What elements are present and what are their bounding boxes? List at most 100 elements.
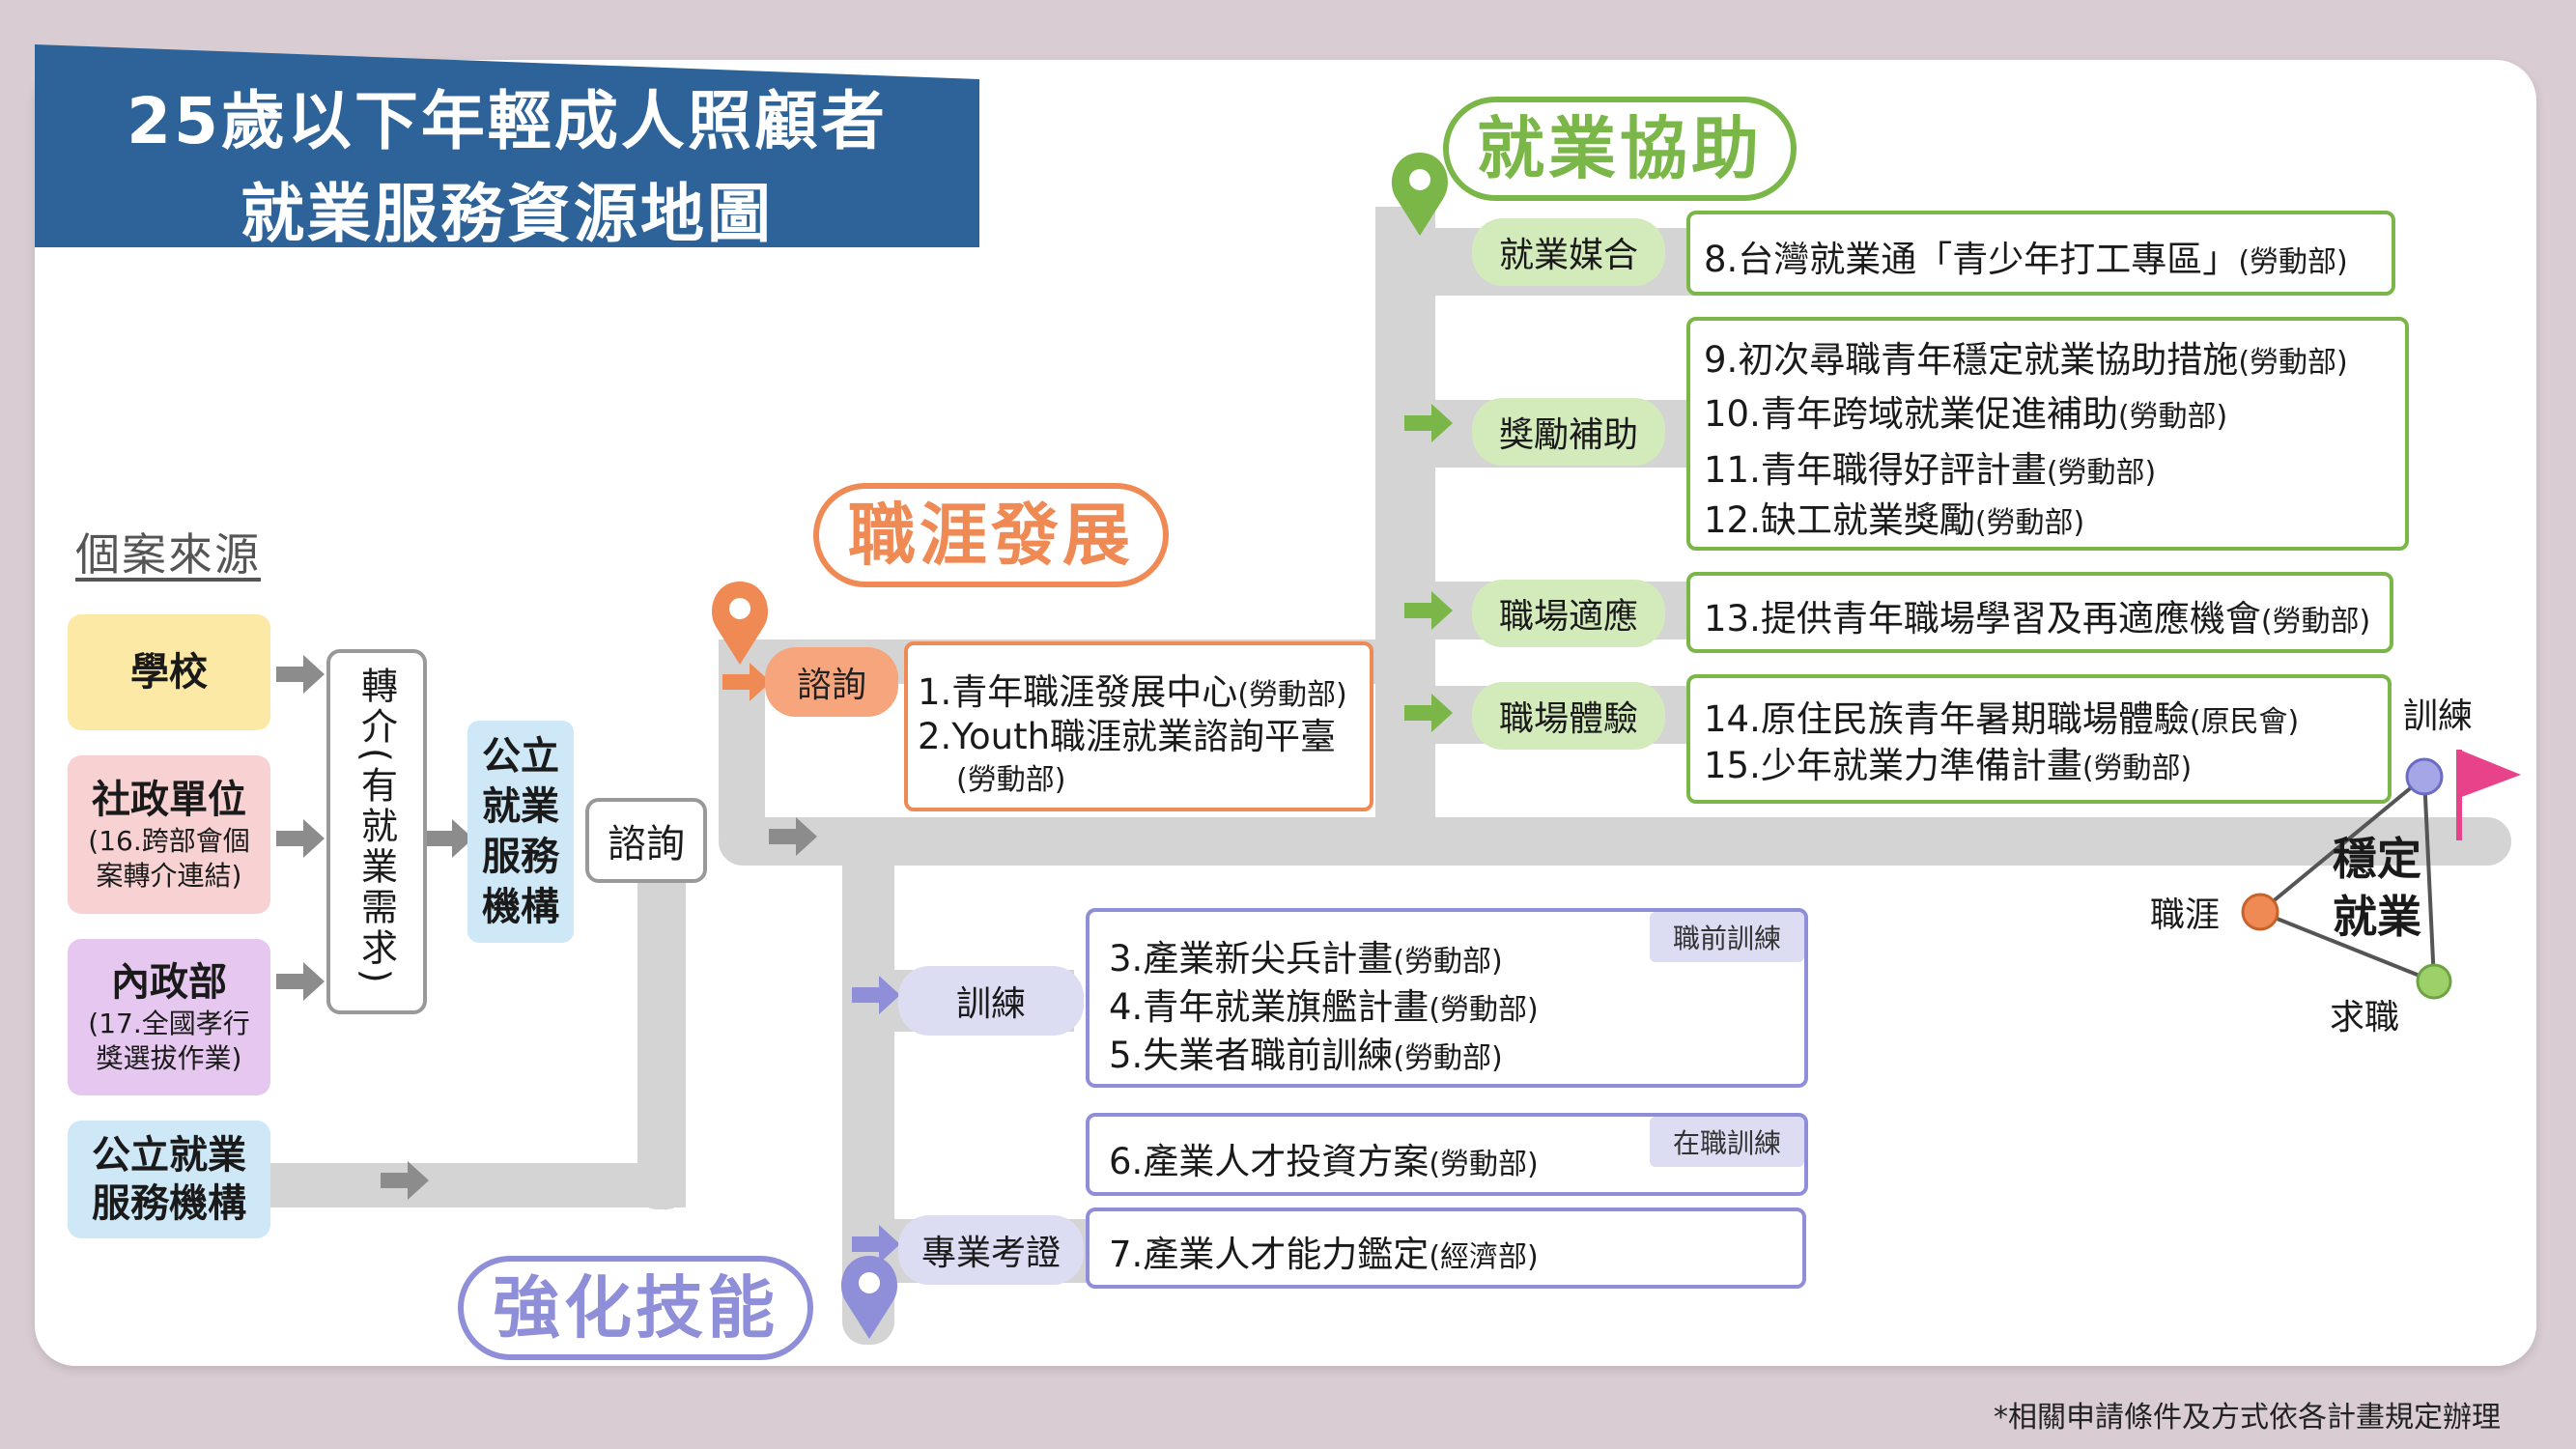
employment-item-10: 10.青年跨域就業促進補助(勞動部) bbox=[1704, 384, 2227, 437]
skills-item-7-dept: (經濟部) bbox=[1429, 1240, 1539, 1274]
arrow-employment-3 bbox=[1404, 591, 1453, 630]
goal-training-label: 訓練 bbox=[2403, 696, 2474, 736]
onjob-chip: 在職訓練 bbox=[1650, 1117, 1804, 1167]
employment-item-9-text: 9.初次尋職青年穩定就業協助措施 bbox=[1704, 339, 2239, 381]
job-dot-icon bbox=[2416, 963, 2452, 1000]
employment-item-13: 13.提供青年職場學習及再適應機會(勞動部) bbox=[1704, 589, 2370, 641]
skills-item-5-text: 5.失業者職前訓練 bbox=[1109, 1035, 1394, 1076]
employment-tag-adaptation: 職場適應 bbox=[1472, 580, 1665, 647]
skills-item-7: 7.產業人才能力鑑定(經濟部) bbox=[1109, 1225, 1539, 1277]
title-line-2: 就業服務資源地圖 bbox=[241, 177, 774, 251]
career-item-1-dept: (勞動部) bbox=[1237, 678, 1347, 712]
source-social: 社政單位 (16.跨部會個案轉介連結) bbox=[68, 755, 270, 914]
skills-item-3-dept: (勞動部) bbox=[1393, 945, 1503, 979]
employment-item-8: 8.台灣就業通「青少年打工專區」(勞動部) bbox=[1704, 230, 2348, 282]
skills-item-4-text: 4.青年就業旗艦計畫 bbox=[1109, 986, 1430, 1028]
skills-item-7-text: 7.產業人才能力鑑定 bbox=[1109, 1234, 1430, 1275]
career-items-box: 1.青年職涯發展中心(勞動部) 2.Youth職涯就業諮詢平臺 (勞動部) bbox=[904, 641, 1373, 811]
goal-job-label: 求職 bbox=[2330, 998, 2400, 1037]
skills-item-6: 6.產業人才投資方案(勞動部) bbox=[1109, 1132, 1539, 1184]
employment-item-15-text: 15.少年就業力準備計畫 bbox=[1704, 745, 2082, 786]
arrow-social bbox=[276, 819, 325, 858]
arrow-skills-1 bbox=[852, 976, 900, 1014]
employment-item-13-text: 13.提供青年職場學習及再適應機會 bbox=[1704, 598, 2261, 639]
title-line-1: 25歲以下年輕成人照顧者 bbox=[127, 84, 888, 158]
employment-item-14-dept: (原民會) bbox=[2189, 705, 2300, 739]
skills-item-5: 5.失業者職前訓練(勞動部) bbox=[1109, 1026, 1503, 1078]
employment-box-3: 13.提供青年職場學習及再適應機會(勞動部) bbox=[1686, 572, 2393, 653]
employment-item-8-dept: (勞動部) bbox=[2238, 245, 2348, 279]
skills-item-4-dept: (勞動部) bbox=[1429, 993, 1539, 1027]
employment-item-14-text: 14.原住民族青年暑期職場體驗 bbox=[1704, 698, 2190, 740]
arrow-employment-2 bbox=[1404, 404, 1453, 442]
employment-heading: 就業協助 bbox=[1443, 97, 1797, 201]
career-pin-icon bbox=[711, 582, 769, 665]
employment-item-12: 12.缺工就業獎勵(勞動部) bbox=[1704, 491, 2084, 543]
employment-item-15-dept: (勞動部) bbox=[2081, 752, 2193, 785]
referral-label: 轉介(有就業需求) bbox=[354, 667, 398, 987]
title-banner bbox=[35, 44, 979, 247]
public-service-label: 公立就業服務機構 bbox=[482, 734, 559, 929]
career-item-1-text: 1.青年職涯發展中心 bbox=[918, 671, 1238, 713]
source-school: 學校 bbox=[68, 614, 270, 730]
employment-item-11: 11.青年職得好評計畫(勞動部) bbox=[1704, 440, 2156, 493]
career-item-2-dept: (勞動部) bbox=[956, 763, 1066, 797]
goal-label: 穩定就業 bbox=[2333, 833, 2421, 943]
skills-cert-tag: 專業考證 bbox=[898, 1215, 1084, 1285]
skills-pin-icon bbox=[840, 1256, 898, 1339]
referral-box: 轉介(有就業需求) bbox=[326, 649, 427, 1014]
employment-box-2: 9.初次尋職青年穩定就業協助措施(勞動部) 10.青年跨域就業促進補助(勞動部)… bbox=[1686, 317, 2409, 551]
employment-item-9: 9.初次尋職青年穩定就業協助措施(勞動部) bbox=[1704, 330, 2348, 383]
arrow-skills-2 bbox=[852, 1225, 900, 1264]
prejob-chip: 職前訓練 bbox=[1650, 912, 1804, 962]
main-road bbox=[719, 817, 2511, 866]
source-school-label: 學校 bbox=[130, 650, 208, 695]
employment-item-11-text: 11.青年職得好評計畫 bbox=[1704, 449, 2047, 491]
source-social-label: 社政單位 bbox=[92, 777, 246, 822]
arrow-school bbox=[276, 655, 325, 694]
source-interior-sub: (17.全國孝行獎選拔作業) bbox=[88, 1007, 250, 1074]
skills-item-5-dept: (勞動部) bbox=[1393, 1041, 1503, 1075]
skills-onjob-box: 在職訓練 6.產業人才投資方案(勞動部) bbox=[1086, 1113, 1808, 1196]
consult-node: 諮詢 bbox=[585, 798, 707, 883]
skills-item-3: 3.產業新尖兵計畫(勞動部) bbox=[1109, 929, 1503, 981]
arrow-referral bbox=[425, 819, 473, 858]
consult-road-vertical bbox=[637, 869, 686, 1209]
source-heading: 個案來源 bbox=[75, 528, 261, 581]
source-interior-label: 內政部 bbox=[111, 959, 227, 1005]
source-public: 公立就業服務機構 bbox=[68, 1121, 270, 1238]
arrow-public bbox=[381, 1161, 429, 1200]
skills-item-3-text: 3.產業新尖兵計畫 bbox=[1109, 938, 1394, 980]
flag-icon bbox=[2456, 750, 2521, 840]
employment-item-11-dept: (勞動部) bbox=[2046, 456, 2157, 490]
employment-item-8-text: 8.台灣就業通「青少年打工專區」 bbox=[1704, 239, 2239, 280]
employment-item-12-dept: (勞動部) bbox=[1974, 506, 2085, 540]
career-consult-tag: 諮詢 bbox=[765, 647, 898, 717]
skills-prejob-box: 職前訓練 3.產業新尖兵計畫(勞動部) 4.青年就業旗艦計畫(勞動部) 5.失業… bbox=[1086, 908, 1808, 1088]
employment-tag-subsidy: 獎勵補助 bbox=[1472, 398, 1665, 466]
career-heading: 職涯發展 bbox=[813, 483, 1169, 587]
employment-item-15: 15.少年就業力準備計畫(勞動部) bbox=[1704, 736, 2192, 788]
skills-cert-box: 7.產業人才能力鑑定(經濟部) bbox=[1086, 1208, 1806, 1289]
employment-tag-matching: 就業媒合 bbox=[1472, 218, 1665, 286]
employment-box-4: 14.原住民族青年暑期職場體驗(原民會) 15.少年就業力準備計畫(勞動部) bbox=[1686, 674, 2392, 804]
footnote: *相關申請條件及方式依各計畫規定辦理 bbox=[1994, 1401, 2501, 1435]
employment-item-10-text: 10.青年跨域就業促進補助 bbox=[1704, 393, 2118, 435]
skills-item-6-dept: (勞動部) bbox=[1429, 1148, 1539, 1181]
skills-item-6-text: 6.產業人才投資方案 bbox=[1109, 1141, 1430, 1182]
career-item-2-text: 2.Youth職涯就業諮詢平臺 bbox=[918, 716, 1337, 757]
arrow-interior bbox=[276, 962, 325, 1001]
source-social-sub: (16.跨部會個案轉介連結) bbox=[88, 824, 250, 892]
career-dot-icon bbox=[2241, 893, 2279, 931]
career-item-1: 1.青年職涯發展中心(勞動部) bbox=[918, 663, 1347, 715]
public-road bbox=[270, 1163, 686, 1208]
source-interior: 內政部 (17.全國孝行獎選拔作業) bbox=[68, 939, 270, 1095]
employment-tag-experience: 職場體驗 bbox=[1472, 682, 1665, 750]
skills-training-tag: 訓練 bbox=[898, 966, 1084, 1036]
public-service-box: 公立就業服務機構 bbox=[467, 721, 574, 943]
employment-box-1: 8.台灣就業通「青少年打工專區」(勞動部) bbox=[1686, 211, 2395, 296]
arrow-main bbox=[769, 817, 817, 856]
employment-item-9-dept: (勞動部) bbox=[2238, 346, 2348, 380]
employment-item-12-text: 12.缺工就業獎勵 bbox=[1704, 499, 1975, 541]
